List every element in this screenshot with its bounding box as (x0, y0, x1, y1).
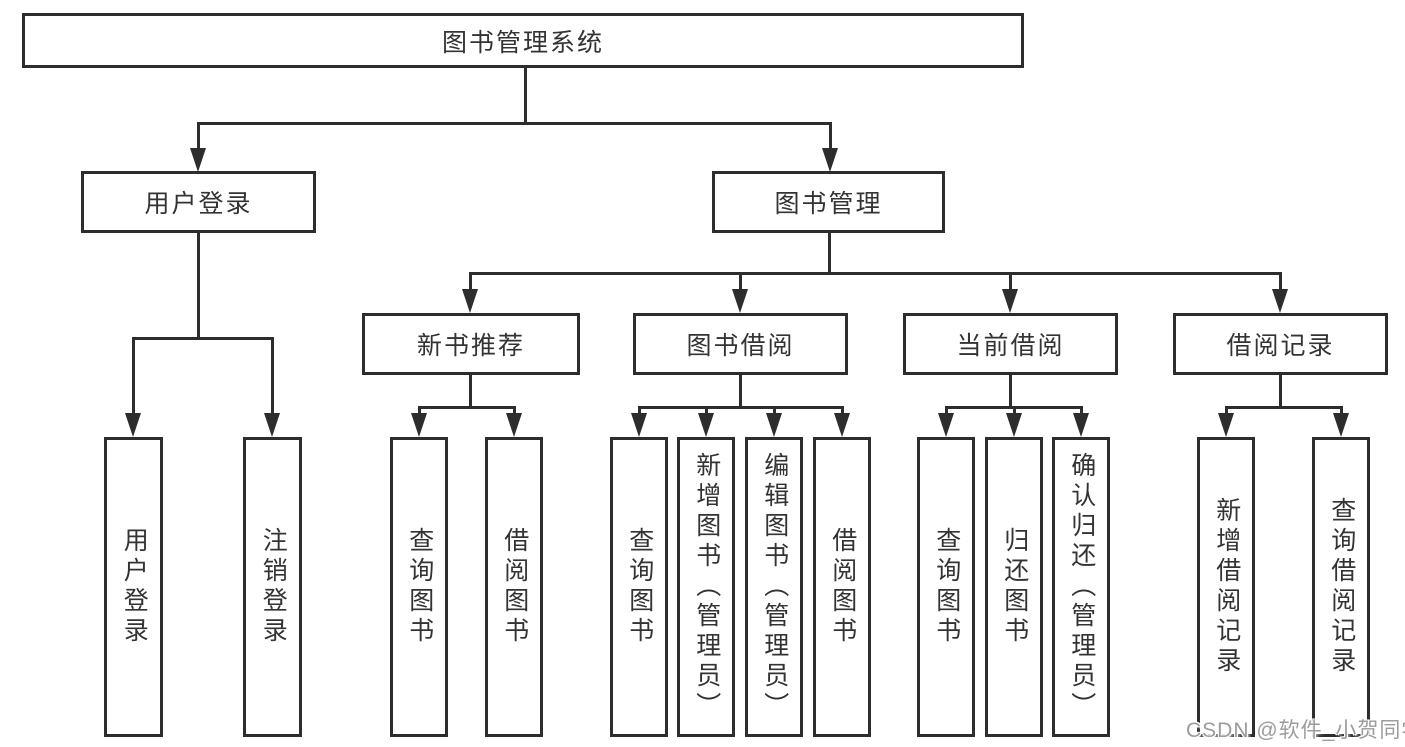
connector-stub-leaf-logout (271, 337, 274, 415)
arrowhead-down (264, 413, 280, 437)
arrowhead-down (411, 413, 427, 437)
node-borrowing-records: 借阅记录 (1173, 313, 1388, 375)
connector-stub (1225, 406, 1228, 416)
connector-recommendation-branch (418, 406, 515, 409)
leaf-query-borrow-record: 查询借阅记录 (1312, 437, 1370, 737)
arrowhead-down (766, 413, 782, 437)
connector-stub-book-management (829, 122, 832, 150)
connector-book-borrowing-trunk (739, 375, 742, 406)
node-book-management: 图书管理 (712, 171, 945, 233)
connector-stub (1340, 406, 1343, 416)
connector-user-login-trunk (197, 233, 200, 337)
leaf-logout: 注销登录 (243, 437, 302, 737)
leaf-add-borrow-record: 新增借阅记录 (1197, 437, 1255, 737)
leaf-query-books-current: 查询图书 (917, 437, 975, 737)
connector-book-management-branch (469, 272, 1281, 275)
connector-stub (513, 406, 516, 416)
csdn-watermark: CSDN @软件_小贺同学 (1186, 719, 1405, 742)
leaf-borrow-books-borrowing: 借阅图书 (813, 437, 871, 737)
connector-root-trunk (524, 68, 527, 122)
arrowhead-down (938, 413, 954, 437)
node-current-borrowing: 当前借阅 (903, 313, 1118, 375)
node-library-management-system: 图书管理系统 (22, 13, 1024, 68)
node-new-book-recommendation: 新书推荐 (362, 313, 580, 375)
connector-recommendation-trunk (469, 375, 472, 406)
connector-book-management-trunk (828, 233, 831, 274)
connector-stub (773, 406, 776, 416)
connector-book-borrowing-branch (638, 406, 844, 409)
connector-stub (1080, 406, 1083, 416)
leaf-edit-book-admin: 编辑图书（管理员） (745, 437, 803, 737)
connector-stub (705, 406, 708, 416)
arrowhead-down (1218, 413, 1234, 437)
arrowhead-down (462, 289, 478, 313)
connector-stub-leaf-user-login (132, 337, 135, 415)
arrowhead-down (1002, 289, 1018, 313)
arrowhead-down (1006, 413, 1022, 437)
arrowhead-down (732, 289, 748, 313)
connector-stub (945, 406, 948, 416)
connector-stub-book-borrowing (739, 272, 742, 292)
arrowhead-down (125, 413, 141, 437)
arrowhead-down (822, 148, 838, 172)
node-book-borrowing: 图书借阅 (633, 313, 848, 375)
connector-borrowing-records-branch (1225, 406, 1343, 409)
connector-stub (638, 406, 641, 416)
arrowhead-down (190, 148, 206, 172)
leaf-query-books-borrowing: 查询图书 (610, 437, 668, 737)
arrowhead-down (834, 413, 850, 437)
leaf-add-book-admin: 新增图书（管理员） (677, 437, 735, 737)
arrowhead-down (1272, 289, 1288, 313)
arrowhead-down (506, 413, 522, 437)
leaf-borrow-books-recommendation: 借阅图书 (485, 437, 543, 737)
arrowhead-down (698, 413, 714, 437)
connector-stub (418, 406, 421, 416)
connector-root-branch (197, 122, 831, 125)
connector-stub (1013, 406, 1016, 416)
node-user-login: 用户登录 (81, 171, 316, 233)
connector-borrowing-records-trunk (1279, 375, 1282, 406)
connector-stub-current-borrowing (1009, 272, 1012, 292)
connector-user-login-branch (132, 337, 274, 340)
connector-stub-new-book-recommendation (469, 272, 472, 292)
connector-stub (841, 406, 844, 416)
leaf-return-book: 归还图书 (985, 437, 1043, 737)
arrowhead-down (631, 413, 647, 437)
leaf-query-books-recommendation: 查询图书 (390, 437, 448, 737)
connector-stub-user-login (197, 122, 200, 150)
connector-current-borrowing-trunk (1009, 375, 1012, 406)
leaf-user-login: 用户登录 (104, 437, 163, 737)
connector-stub-borrowing-records (1279, 272, 1282, 292)
leaf-confirm-return-admin: 确认归还（管理员） (1052, 437, 1110, 737)
arrowhead-down (1073, 413, 1089, 437)
arrowhead-down (1333, 413, 1349, 437)
